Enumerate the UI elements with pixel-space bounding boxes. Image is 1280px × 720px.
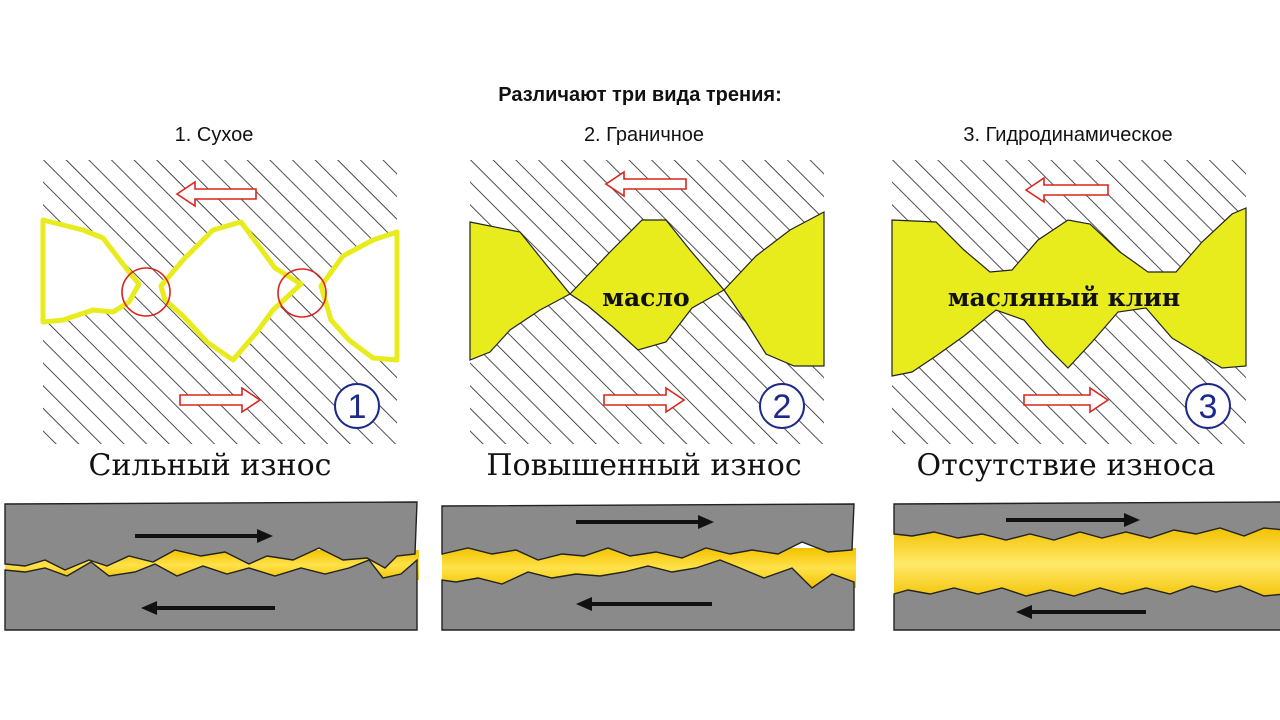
oil-wedge-label: масляный клин xyxy=(948,283,1180,312)
right-arrow-icon xyxy=(603,386,686,414)
left-arrow-icon xyxy=(604,170,687,198)
contact-circle-icon xyxy=(277,268,327,318)
oil-region xyxy=(469,211,825,367)
right-arrow-head-icon xyxy=(1124,513,1140,527)
panel-number-badge xyxy=(759,383,805,429)
left-arrow-icon xyxy=(175,180,257,208)
right-arrow-icon xyxy=(179,386,262,414)
right-arrow-head-icon xyxy=(698,515,714,529)
panel-2-title: 2. Граничное xyxy=(583,124,705,146)
lower-surface xyxy=(893,585,1280,631)
gap-region xyxy=(40,217,400,363)
left-arrow-head-icon xyxy=(1016,605,1032,619)
panel-1-wear-label: Сильный износ xyxy=(88,448,332,483)
lower-surface xyxy=(441,559,855,631)
panel-3-diagram: масляный клин 3 xyxy=(891,160,1247,444)
panel-2-diagram: масло 2 xyxy=(469,160,825,444)
upper-surface xyxy=(441,503,855,561)
lower-surface xyxy=(4,558,418,631)
left-arrow-head-icon xyxy=(141,601,157,615)
left-arrow-icon xyxy=(1024,176,1109,204)
diagram-title: Различают три вида трения: xyxy=(498,84,782,106)
panel-1-diagram: 1 xyxy=(40,160,400,444)
bottom-2-surfaces xyxy=(441,503,856,631)
right-arrow-head-icon xyxy=(257,529,273,543)
right-arrow-icon xyxy=(1023,386,1110,414)
lubricant-layer xyxy=(894,528,1280,600)
panel-3-title: 3. Гидродинамическое xyxy=(963,124,1173,146)
panel-2-wear-label: Повышенный износ xyxy=(486,448,802,483)
oil-wedge-region xyxy=(891,207,1247,377)
panel-3-wear-label: Отсутствие износа xyxy=(916,448,1216,483)
oil-label: масло xyxy=(602,283,689,312)
panel-number-badge xyxy=(334,383,380,429)
panel-number-badge xyxy=(1185,383,1231,429)
panel-number: 3 xyxy=(1199,388,1218,426)
contact-circle-icon xyxy=(121,267,171,317)
panel-number: 2 xyxy=(773,388,792,426)
left-arrow-head-icon xyxy=(576,597,592,611)
bottom-1-surfaces xyxy=(4,501,419,631)
bottom-3-surfaces xyxy=(893,501,1280,631)
panel-number: 1 xyxy=(348,388,367,426)
panel-1-title: 1. Сухое xyxy=(174,124,254,146)
